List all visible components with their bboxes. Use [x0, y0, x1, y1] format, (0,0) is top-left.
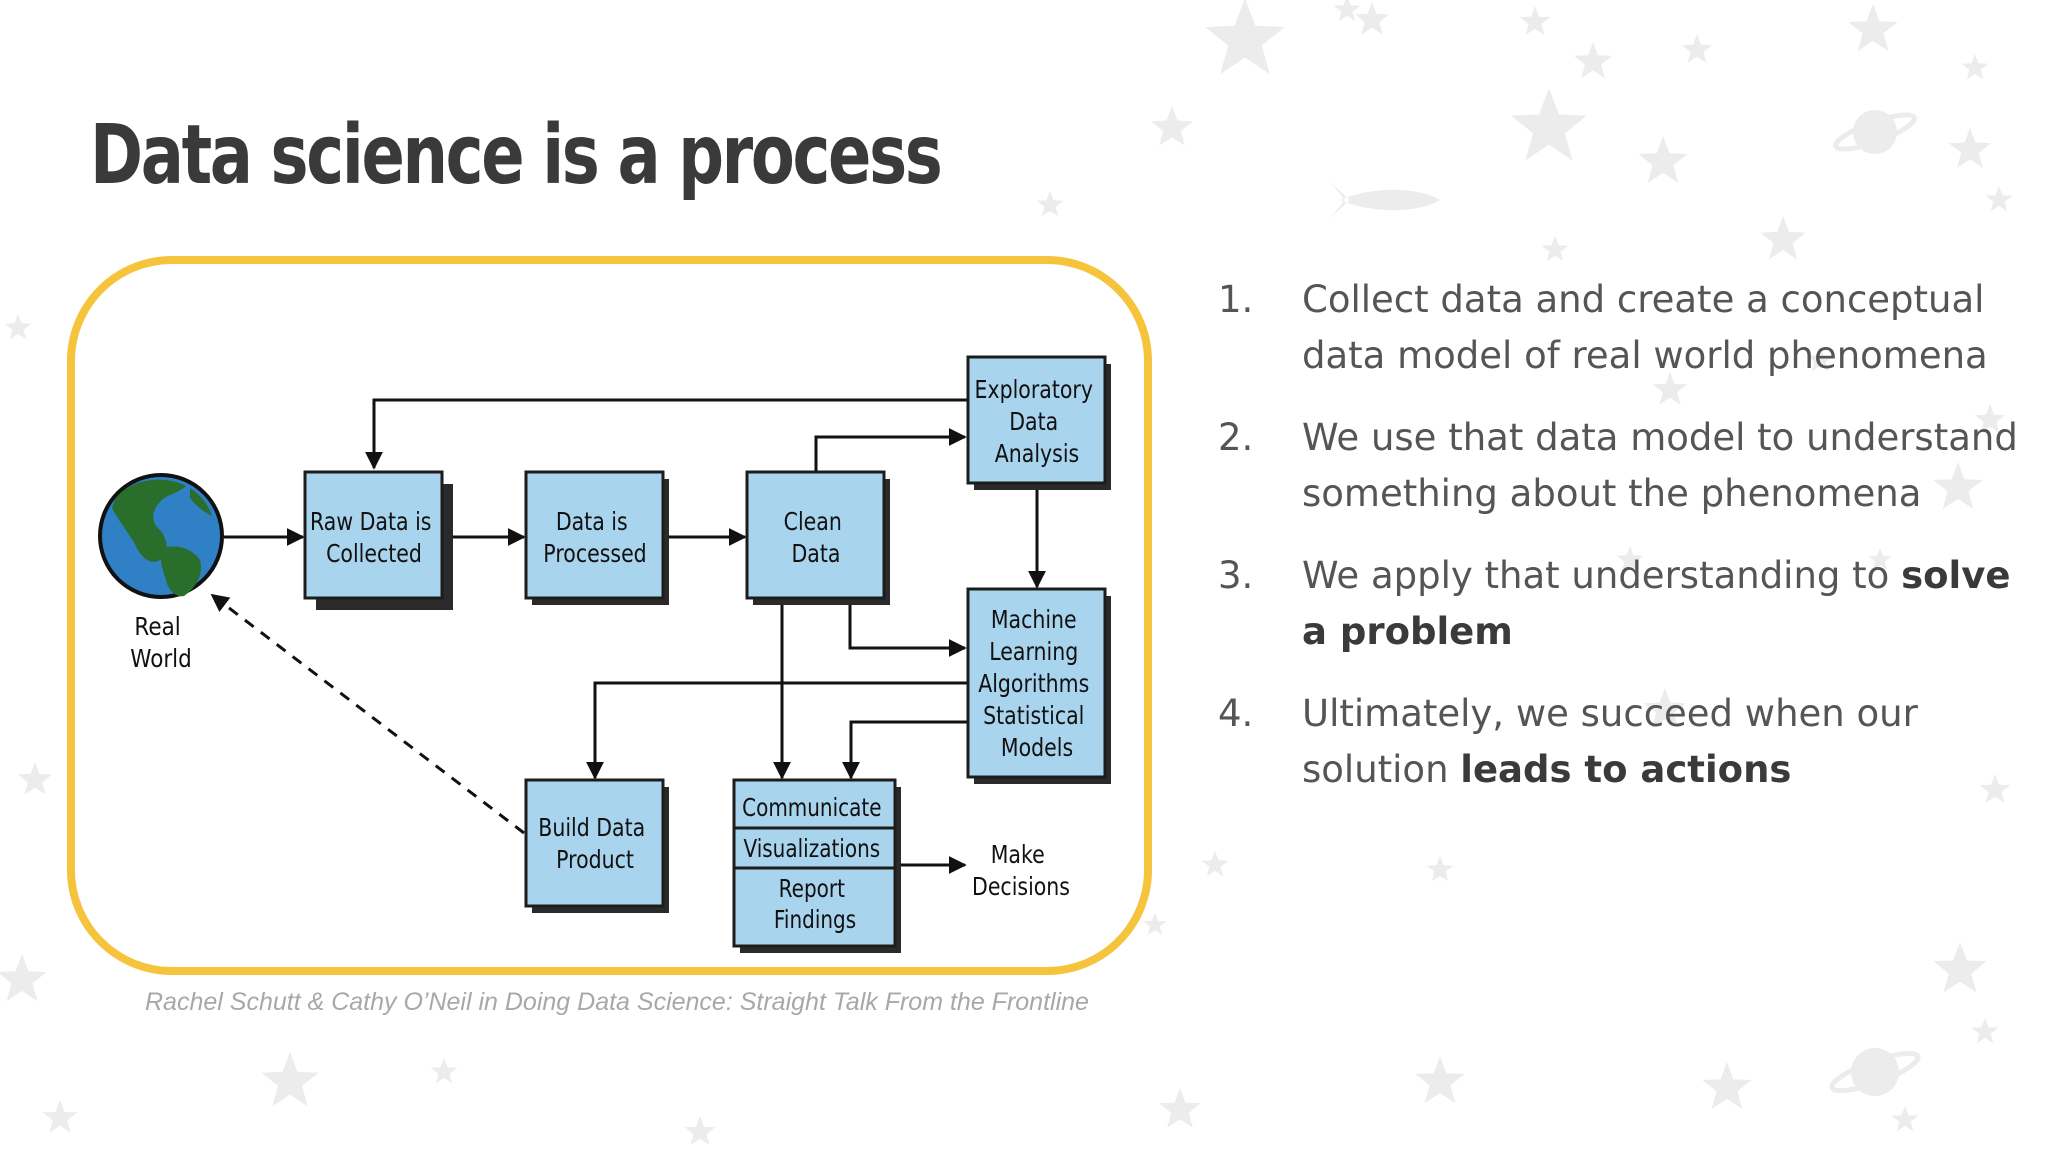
real-world-label: Real World: [130, 612, 192, 673]
star-icon: [1333, 0, 1361, 22]
step-item: 2. We use that data model to understand …: [1218, 410, 2018, 522]
rocket-icon: [1330, 182, 1440, 218]
star-icon: [261, 1052, 319, 1107]
step-item: 3. We apply that understanding to solve …: [1218, 548, 2018, 660]
star-icon: [1201, 851, 1229, 877]
arrow-clean-to-eda: [814, 428, 967, 472]
star-icon: [430, 1058, 458, 1084]
arrows: [210, 398, 1046, 874]
step-text: Collect data and create a conceptual dat…: [1302, 278, 1988, 377]
star-icon: [17, 762, 53, 795]
step-text: We use that data model to understand som…: [1302, 416, 2018, 515]
star-icon: [0, 954, 47, 1001]
planet-icon: [1833, 110, 1917, 154]
star-icon: [1985, 186, 2013, 212]
citation: Rachel Schutt & Cathy O’Neil in Doing Da…: [145, 988, 1089, 1016]
box-raw-data-collected: Raw Data is Collected: [303, 470, 453, 610]
build-data-product-label: Build Data Product: [538, 814, 651, 874]
star-icon: [1891, 1106, 1919, 1132]
step-text: We apply that understanding to solve a p…: [1302, 554, 2011, 653]
box-communicate: Communicate Visualizations Report Findin…: [732, 778, 901, 953]
communicate-label: Communicate Visualizations Report Findin…: [742, 794, 888, 935]
step-number: 3.: [1218, 554, 1254, 597]
clean-data-label: Clean Data: [784, 508, 849, 568]
star-icon: [1979, 774, 2011, 803]
box-build-data-product: Build Data Product: [524, 778, 669, 913]
arrow-eda-to-raw: [365, 398, 967, 470]
make-decisions-label: Make Decisions: [972, 841, 1070, 901]
star-icon: [1760, 216, 1806, 260]
step-number: 1.: [1218, 278, 1254, 321]
emphasis-solve-a-problem: solve a problem: [1302, 554, 2011, 653]
data-processed-label: Data is Processed: [543, 508, 646, 568]
star-icon: [1868, 548, 1892, 570]
star-icon: [1511, 88, 1587, 161]
eda-label: Exploratory Data Analysis: [975, 376, 1100, 468]
arrow-clean-to-ml: [848, 603, 967, 657]
raw-data-label: Raw Data is Collected: [310, 508, 438, 568]
slide-title: Data science is a process: [90, 108, 943, 203]
star-icon: [1574, 42, 1612, 79]
step-number: 4.: [1218, 692, 1254, 735]
step-number: 2.: [1218, 416, 1254, 459]
step-item: 1. Collect data and create a conceptual …: [1218, 272, 2018, 384]
star-icon: [1848, 4, 1898, 51]
star-icon: [1806, 346, 1834, 372]
star-icon: [1652, 372, 1688, 405]
star-icon: [1702, 1062, 1752, 1109]
step-text: Ultimately, we succeed when our solution…: [1302, 692, 1918, 791]
star-icon: [1415, 1056, 1465, 1103]
arrow-ml-to-communicate: [842, 720, 967, 780]
arrow-ml-to-build: [586, 681, 967, 780]
star-icon: [1681, 34, 1713, 63]
globe-icon: [98, 473, 224, 599]
star-icon: [1638, 136, 1688, 183]
star-icon: [1933, 462, 1983, 509]
star-icon: [1519, 6, 1551, 35]
star-icon: [1205, 0, 1285, 74]
box-clean-data: Clean Data: [745, 470, 890, 605]
star-icon: [1151, 106, 1193, 146]
star-icon: [4, 314, 32, 340]
star-icon: [1616, 546, 1644, 572]
ml-label: Machine Learning Algorithms Statistical …: [978, 606, 1096, 762]
star-icon: [1159, 1088, 1201, 1128]
star-icon: [1974, 404, 2006, 433]
planet-icon: [1829, 1048, 1921, 1096]
star-icon: [1143, 913, 1167, 935]
process-steps-list: 1. Collect data and create a conceptual …: [1218, 272, 2018, 824]
arrow-build-to-world-dashed: [210, 593, 525, 835]
star-icon: [1644, 688, 1686, 728]
box-exploratory-data-analysis: Exploratory Data Analysis: [966, 355, 1111, 490]
star-icon: [42, 1100, 78, 1133]
star-icon: [1971, 1018, 1999, 1044]
emphasis-leads-to-actions: leads to actions: [1460, 748, 1792, 791]
star-icon: [684, 1116, 716, 1145]
star-icon: [1949, 128, 1991, 168]
star-icon: [1933, 942, 1987, 993]
star-icon: [1541, 236, 1569, 262]
star-icon: [1036, 191, 1064, 217]
star-icon: [1961, 54, 1989, 80]
step-item: 4. Ultimately, we succeed when our solut…: [1218, 686, 2018, 798]
box-machine-learning: Machine Learning Algorithms Statistical …: [966, 587, 1111, 784]
box-data-processed: Data is Processed: [524, 470, 669, 605]
star-icon: [1354, 2, 1390, 35]
star-icon: [1426, 856, 1454, 882]
